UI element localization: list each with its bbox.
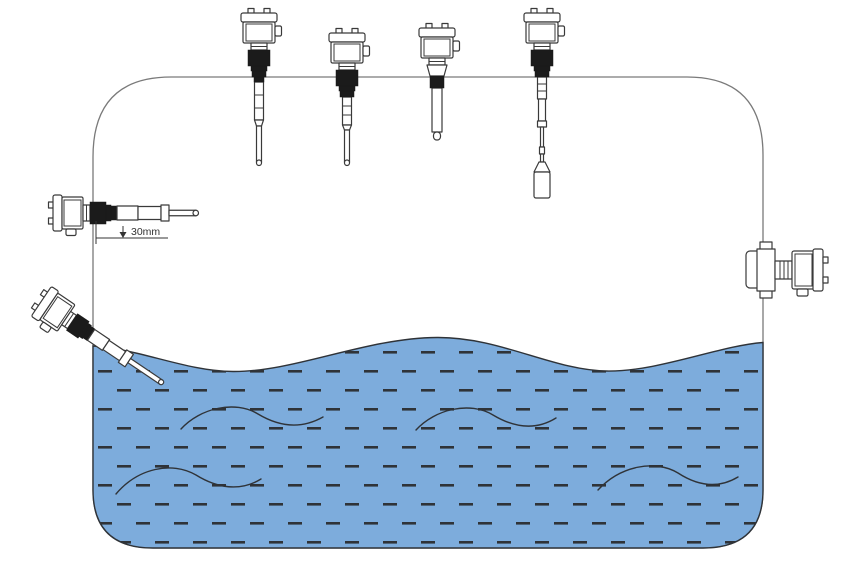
probe-rod [255, 125, 263, 163]
top-stub-probe [418, 22, 461, 141]
sensor-head-icon [328, 27, 371, 71]
probe-collar [160, 204, 170, 222]
top-rod-probe-2 [328, 27, 371, 167]
gland-nut [530, 49, 554, 78]
weight-probe [533, 171, 551, 199]
dimension-label: 30mm [131, 226, 160, 238]
probe-tube [253, 81, 265, 121]
probe-tube [341, 96, 353, 126]
wave-2 [415, 407, 557, 431]
probe-rod [168, 209, 197, 217]
gland-nut [89, 201, 107, 225]
cable [539, 126, 545, 148]
liquid-hatch-pattern [93, 337, 763, 548]
head-lid [812, 248, 824, 292]
wave-1 [180, 406, 324, 430]
top-cable-probe [523, 7, 566, 199]
wave-3 [115, 467, 262, 495]
side-angled-probe-left [24, 283, 165, 386]
probe-stub [431, 87, 443, 133]
hex-adapter [426, 64, 448, 77]
top-rod-probe-1 [240, 7, 283, 167]
sensor-head-icon [523, 7, 566, 51]
gland-nut [429, 75, 445, 89]
cable-collar [536, 120, 548, 128]
probe-rod [343, 129, 351, 163]
flange-plate [756, 248, 776, 292]
gland-nut [335, 69, 359, 98]
liquid [92, 336, 764, 549]
gland-nut [247, 49, 271, 78]
probe-tube [536, 76, 548, 100]
sensor-head-icon [418, 22, 461, 66]
side-flange-sensor-right [745, 241, 829, 299]
dimension-annotation: 30mm [95, 221, 168, 244]
wave-4 [597, 465, 739, 491]
probe-tube [116, 205, 139, 221]
side-rod-probe-left [47, 194, 200, 237]
sensor-head-icon [47, 194, 91, 237]
sensor-head-icon [240, 7, 283, 51]
